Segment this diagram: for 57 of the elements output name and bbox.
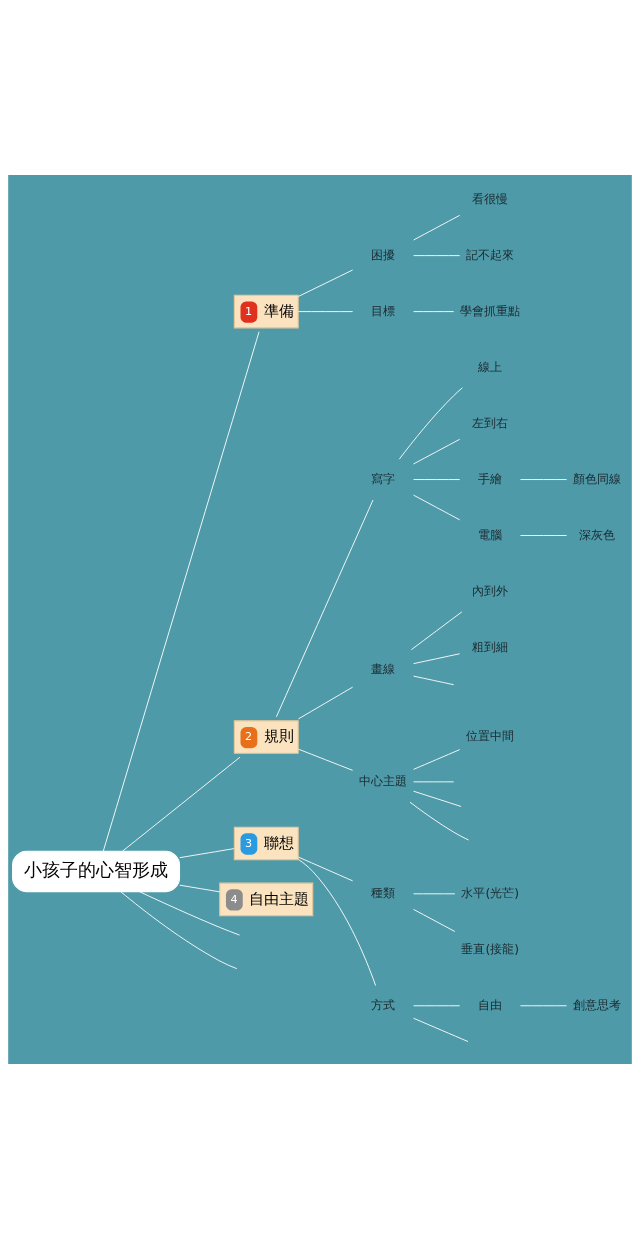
connector <box>413 653 461 665</box>
node-text: 電腦 <box>478 527 503 542</box>
connector <box>413 781 455 783</box>
node-text: 種類 <box>371 885 396 900</box>
connector <box>298 856 354 882</box>
connector <box>298 311 354 313</box>
connector <box>120 891 238 970</box>
node-text: 線上 <box>478 359 503 374</box>
node-text: 水平(光芒) <box>461 885 519 900</box>
connector <box>413 494 461 521</box>
connector <box>409 801 470 841</box>
connector <box>413 214 461 241</box>
connector <box>398 387 463 460</box>
connector <box>413 255 461 257</box>
node-text: 位置中間 <box>466 729 515 744</box>
node-text: 自由 <box>478 997 503 1012</box>
connector <box>413 908 456 932</box>
connector <box>413 438 461 465</box>
node-text: 深灰色 <box>579 527 616 542</box>
connector <box>413 749 461 770</box>
connector <box>413 1005 461 1007</box>
connector <box>179 884 221 893</box>
node-text: 目標 <box>371 303 396 318</box>
connector <box>520 1005 568 1007</box>
connector <box>298 748 354 771</box>
node-text: 記不起來 <box>466 247 515 262</box>
connector <box>413 311 455 313</box>
node-text: 畫線 <box>371 662 396 677</box>
connector <box>122 756 241 852</box>
node-text: 內到外 <box>472 583 509 598</box>
node-box: 小孩子的心智形成 <box>12 850 181 893</box>
node-text: 困擾 <box>371 247 396 262</box>
node-text: 左到右 <box>472 415 509 430</box>
connector <box>298 269 354 297</box>
connector <box>413 790 462 807</box>
node-text: 學會抓重點 <box>460 303 521 318</box>
connector <box>297 858 377 986</box>
connector <box>413 675 455 686</box>
node-text: 看很慢 <box>472 191 509 206</box>
connector <box>413 1017 469 1042</box>
connector <box>298 686 354 720</box>
connector <box>520 479 568 480</box>
node-text: 粗到細 <box>472 639 509 654</box>
node-text: 方式 <box>371 997 396 1012</box>
connector <box>275 499 374 718</box>
node-text: 手繪 <box>478 471 503 486</box>
node-text: 顏色同線 <box>573 471 622 486</box>
node-text: 中心主題 <box>359 773 408 788</box>
connector <box>413 479 461 480</box>
node-text: 垂直(接龍) <box>461 941 519 956</box>
connector <box>413 893 456 895</box>
connector <box>179 848 235 859</box>
connector <box>410 611 463 651</box>
node-text: 寫字 <box>371 471 396 486</box>
connector <box>520 535 568 536</box>
node-text: 創意思考 <box>573 997 622 1012</box>
connector <box>138 891 241 936</box>
